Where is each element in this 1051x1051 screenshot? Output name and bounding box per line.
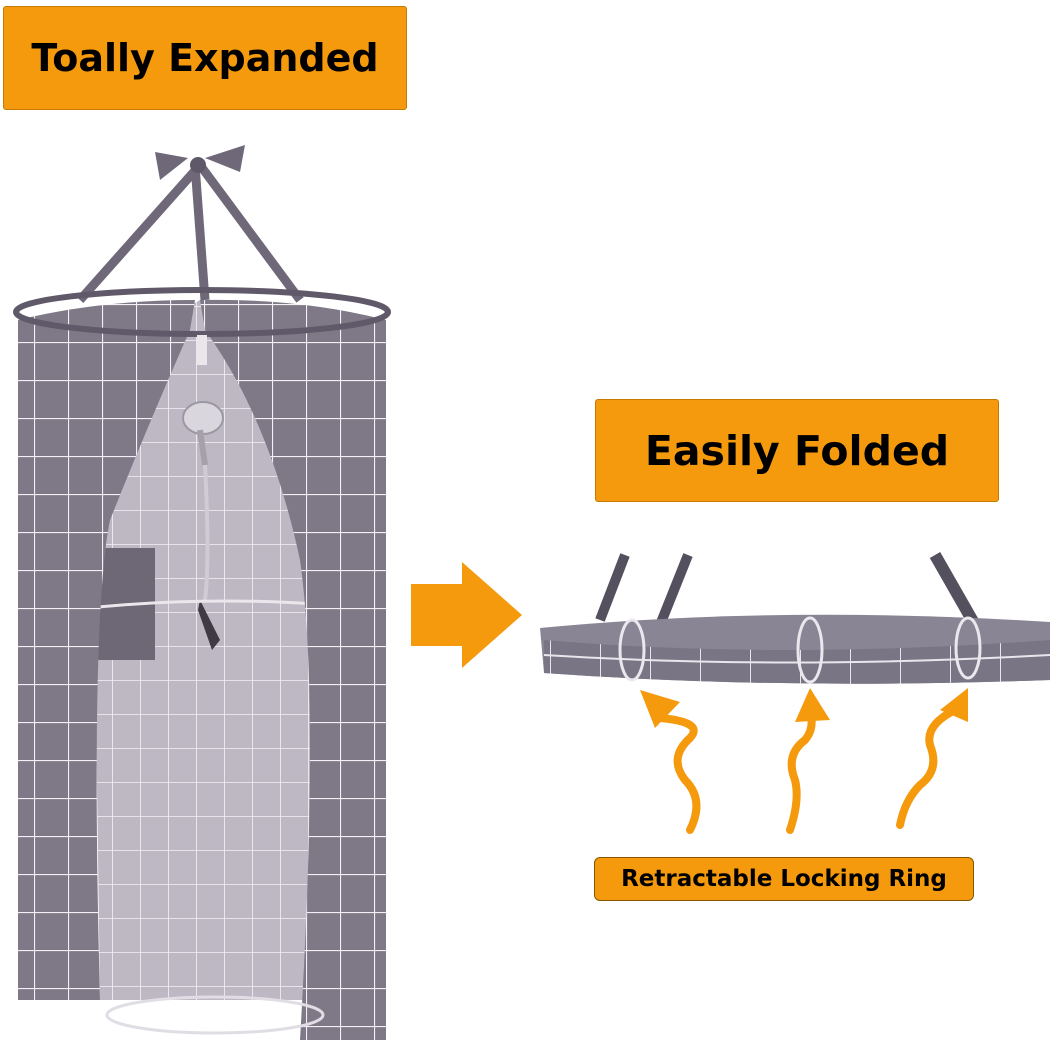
left-curtain xyxy=(18,300,195,1000)
top-ring xyxy=(13,287,391,337)
folded-label: Easily Folded xyxy=(595,399,999,502)
shower-head-icon xyxy=(182,401,224,650)
locking-ring-label: Retractable Locking Ring xyxy=(594,857,974,901)
tent-interior xyxy=(95,300,320,1000)
locking-rings xyxy=(618,616,982,684)
right-curtain xyxy=(200,299,386,1040)
expanded-label: Toally Expanded xyxy=(3,6,407,110)
hanging-straps xyxy=(76,145,304,303)
